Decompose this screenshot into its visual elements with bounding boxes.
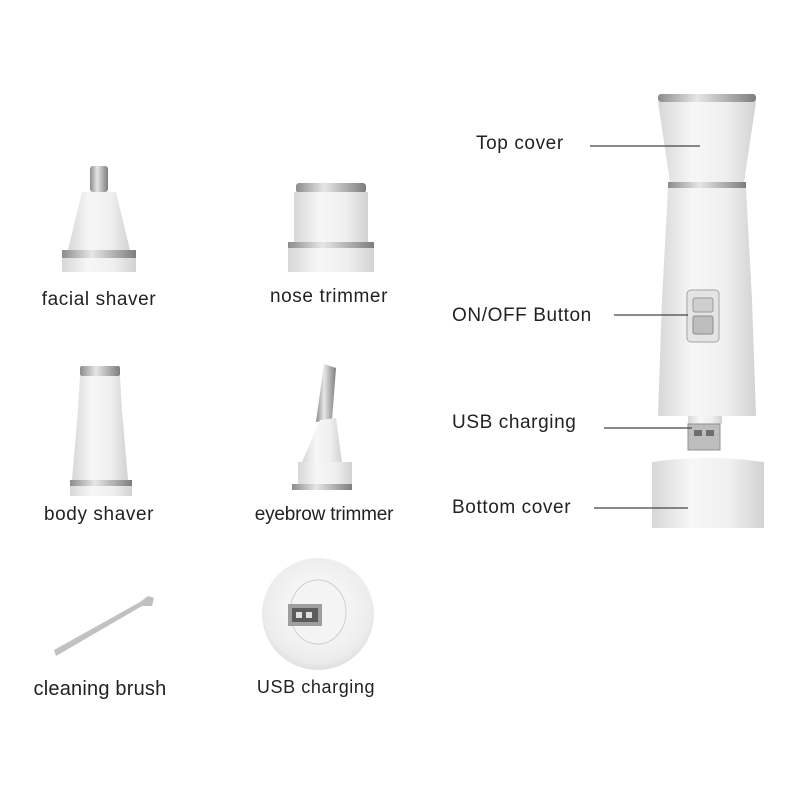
facial-shaver-image xyxy=(62,166,136,272)
body-shaver-label: body shaver xyxy=(43,504,155,525)
on-off-button-label: ON/OFF Button xyxy=(452,305,592,326)
bottom-cover-label: Bottom cover xyxy=(452,497,572,518)
main-device-image xyxy=(652,94,764,528)
cleaning-brush-label: cleaning brush xyxy=(33,678,167,700)
top-cover-label: Top cover xyxy=(476,133,564,154)
usb-charging-accessory-label: USB charging xyxy=(256,677,376,697)
usb-charging-part-label: USB charging xyxy=(452,412,577,433)
eyebrow-trimmer-label: eyebrow trimmer xyxy=(254,504,394,525)
usb-charging-image xyxy=(262,558,374,670)
cleaning-brush-image xyxy=(54,596,154,656)
leader-lines xyxy=(590,145,700,509)
eyebrow-trimmer-image xyxy=(292,364,352,490)
facial-shaver-label: facial shaver xyxy=(41,289,157,310)
body-shaver-image xyxy=(70,366,132,496)
nose-trimmer-label: nose trimmer xyxy=(269,286,389,307)
nose-trimmer-image xyxy=(288,183,374,272)
